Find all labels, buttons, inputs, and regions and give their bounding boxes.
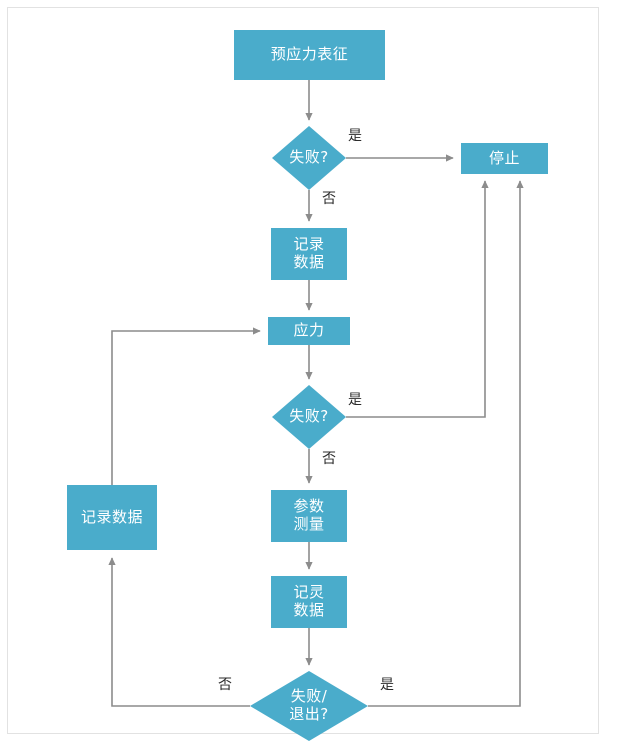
edge-label-yes-3: 是 <box>380 677 394 693</box>
edge-failexit-stop <box>368 180 524 707</box>
edge-failexit-recordleft <box>108 557 250 707</box>
node-recordleft-label: 记录数据 <box>80 507 143 526</box>
node-record2-label: 记灵 数据 <box>293 583 325 619</box>
node-failexit[interactable]: 失败/ 退出? <box>250 671 368 741</box>
node-record1[interactable]: 记录 数据 <box>271 228 347 280</box>
node-stop[interactable]: 停止 <box>461 143 548 174</box>
diamond-shape <box>272 385 346 449</box>
edge-label-yes-1: 是 <box>348 128 362 144</box>
node-prestress[interactable]: 预应力表征 <box>234 30 385 80</box>
node-param-label: 参数 测量 <box>293 497 325 533</box>
edge-fail2-stop <box>346 180 489 418</box>
node-recordleft[interactable]: 记录数据 <box>67 485 157 550</box>
edge-recordleft-stress <box>111 327 261 485</box>
node-fail2[interactable]: 失败? <box>272 385 346 449</box>
node-stress[interactable]: 应力 <box>268 317 350 345</box>
node-stress-label: 应力 <box>293 321 325 340</box>
edge-label-yes-2: 是 <box>348 392 362 408</box>
diamond-shape <box>250 671 368 741</box>
edge-label-no-3: 否 <box>218 677 232 693</box>
node-stop-label: 停止 <box>488 148 520 167</box>
node-fail1[interactable]: 失败? <box>272 126 346 190</box>
edge-label-no-2: 否 <box>322 451 336 467</box>
node-prestress-label: 预应力表征 <box>270 45 349 64</box>
node-param[interactable]: 参数 测量 <box>271 490 347 542</box>
node-record2[interactable]: 记灵 数据 <box>271 576 347 628</box>
node-record1-label: 记录 数据 <box>293 235 325 271</box>
edge-label-no-1: 否 <box>322 191 336 207</box>
diamond-shape <box>272 126 346 190</box>
